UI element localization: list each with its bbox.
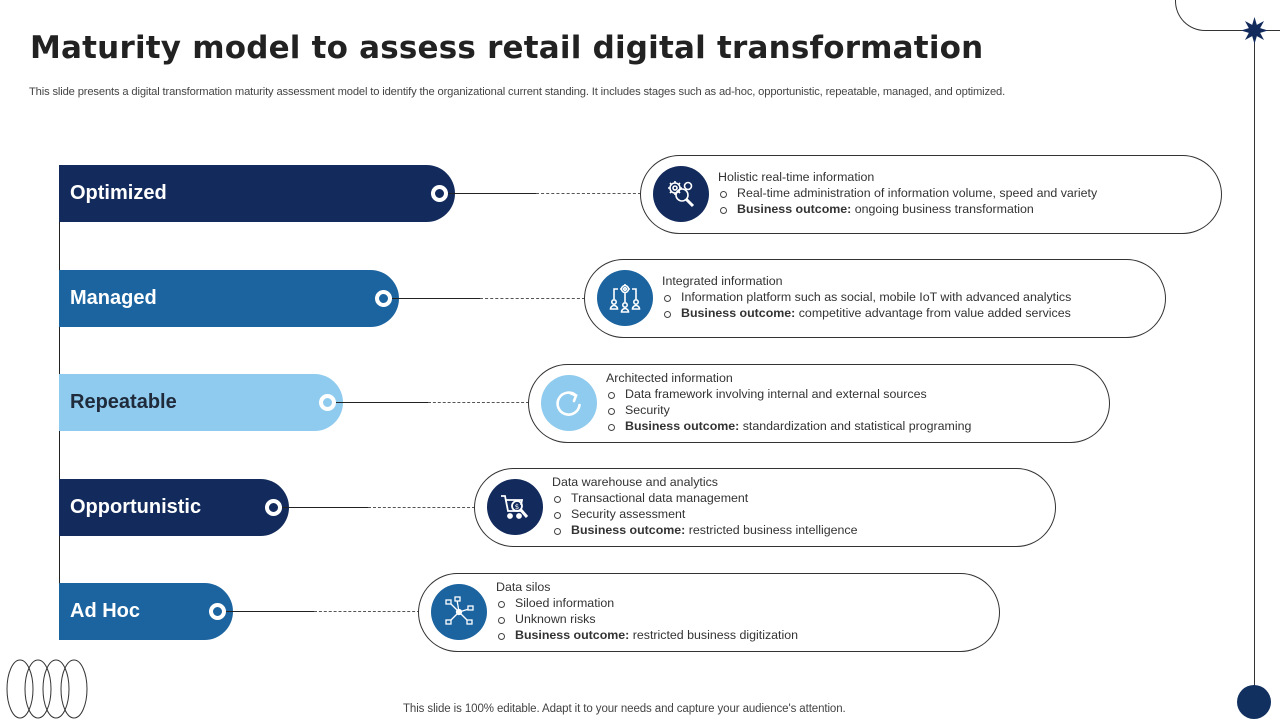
stage-bar-ad-hoc: Ad Hoc: [59, 583, 233, 640]
card-heading: Holistic real-time information: [718, 170, 875, 184]
card-bullet-outcome: Business outcome: standardization and st…: [606, 418, 971, 434]
connector-dashed-line: [368, 507, 475, 508]
connector-line: [336, 402, 428, 404]
decorative-line-vertical: [1254, 30, 1256, 690]
connector-node-icon: [319, 394, 336, 411]
connector-dashed-line: [428, 402, 529, 403]
stage-bar-opportunistic: Opportunistic: [59, 479, 289, 536]
card-heading: Data warehouse and analytics: [552, 475, 718, 489]
card-bullet: Siloed information: [496, 595, 798, 611]
connector-node-icon: [209, 603, 226, 620]
connector-node-icon: [375, 290, 392, 307]
stage-label: Repeatable: [70, 391, 177, 413]
footer-note: This slide is 100% editable. Adapt it to…: [403, 703, 846, 715]
card-bullet-outcome: Business outcome: competitive advantage …: [662, 305, 1071, 321]
connector-dashed-line: [480, 298, 585, 299]
stage-card-optimized: Holistic real-time information Real-time…: [640, 155, 1222, 234]
stage-card-ad-hoc: Data silos Siloed information Unknown ri…: [418, 573, 1000, 652]
svg-text:$: $: [515, 503, 519, 511]
card-bullet-outcome: Business outcome: restricted business in…: [552, 522, 857, 538]
org-network-gear-icon: [597, 270, 653, 326]
connector-node-icon: [265, 499, 282, 516]
connector-line: [392, 298, 480, 300]
card-bullet: Real-time administration of information …: [718, 185, 1097, 201]
slide-title: Maturity model to assess retail digital …: [30, 30, 984, 66]
network-nodes-icon: [431, 584, 487, 640]
cart-dollar-search-icon: $: [487, 479, 543, 535]
connector-dashed-line: [536, 193, 641, 194]
connector-line: [448, 193, 536, 195]
slide-subtitle: This slide presents a digital transforma…: [29, 86, 1006, 98]
stage-label: Optimized: [70, 182, 167, 204]
stage-label: Managed: [70, 287, 157, 309]
connector-line: [226, 611, 314, 613]
card-bullet: Data framework involving internal and ex…: [606, 386, 971, 402]
card-heading: Integrated information: [662, 274, 783, 288]
star-icon: [1241, 17, 1268, 44]
stage-bar-repeatable: Repeatable: [59, 374, 343, 431]
card-bullet-outcome: Business outcome: restricted business di…: [496, 627, 798, 643]
connector-line: [282, 507, 368, 509]
stage-card-opportunistic: $ Data warehouse and analytics Transacti…: [474, 468, 1056, 547]
stage-card-managed: Integrated information Information platf…: [584, 259, 1166, 338]
gears-magnifier-icon: [653, 166, 709, 222]
stage-bar-managed: Managed: [59, 270, 399, 327]
card-bullet: Security: [606, 402, 971, 418]
stage-label: Opportunistic: [70, 496, 202, 518]
card-bullet: Security assessment: [552, 506, 857, 522]
stage-bar-optimized: Optimized: [59, 165, 455, 222]
card-bullet: Transactional data management: [552, 490, 857, 506]
card-heading: Architected information: [606, 371, 733, 385]
stage-label: Ad Hoc: [70, 600, 140, 622]
card-heading: Data silos: [496, 580, 551, 594]
connector-node-icon: [431, 185, 448, 202]
connector-dashed-line: [314, 611, 420, 612]
refresh-cycle-icon: [541, 375, 597, 431]
card-bullet: Information platform such as social, mob…: [662, 289, 1071, 305]
stage-card-repeatable: Architected information Data framework i…: [528, 364, 1110, 443]
card-bullet: Unknown risks: [496, 611, 798, 627]
card-bullet-outcome: Business outcome: ongoing business trans…: [718, 201, 1097, 217]
decorative-rings-icon: [6, 659, 88, 719]
decorative-dot: [1237, 685, 1271, 719]
